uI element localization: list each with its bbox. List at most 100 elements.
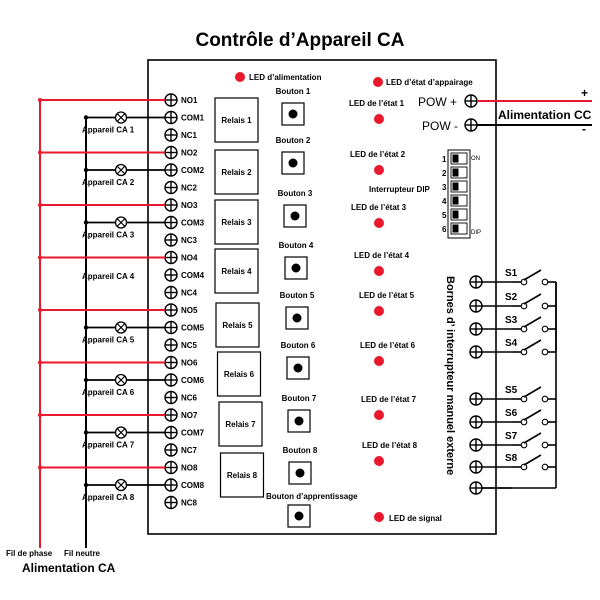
neutral-junction-5: [83, 325, 89, 330]
lamp-icon-7: [114, 426, 128, 439]
device-label-6: Appareil CA 6: [82, 388, 135, 397]
terminal-label-com5: COM5: [181, 324, 205, 333]
neutral-junction-8: [83, 482, 89, 488]
dip-toggle-4[interactable]: [452, 196, 459, 205]
signal-led-label: LED de signal: [389, 514, 442, 523]
terminal-label-no5: NO5: [181, 306, 198, 315]
terminal-label-com8: COM8: [181, 481, 205, 490]
terminal-label-nc5: NC5: [181, 341, 198, 350]
terminal-label-no4: NO4: [181, 254, 198, 263]
button-5[interactable]: [285, 306, 309, 330]
state-led-5: [374, 306, 384, 316]
dip-toggle-2[interactable]: [452, 168, 459, 177]
relay-4: [214, 248, 259, 294]
switch-1[interactable]: [512, 269, 556, 286]
switch-6[interactable]: [512, 409, 556, 426]
signal-led: [374, 512, 384, 522]
lamp-icon-6: [114, 373, 128, 387]
relay-8: [219, 452, 265, 498]
terminal-label-nc8: NC8: [181, 499, 198, 508]
dip-slot-2: [450, 166, 468, 179]
button-8[interactable]: [288, 461, 312, 485]
terminal-label-no2: NO2: [181, 149, 198, 158]
device-label-2: Appareil CA 2: [82, 178, 135, 187]
power-led-label: LED d’alimentation: [249, 73, 322, 82]
switch-5[interactable]: [512, 386, 556, 403]
switch-label-4: S4: [505, 338, 518, 349]
terminal-com8: [164, 478, 178, 492]
switch-terminal-5: [469, 392, 483, 406]
button-4[interactable]: [284, 256, 308, 280]
button-label-8: Bouton 8: [283, 446, 318, 455]
button-6[interactable]: [286, 356, 310, 380]
dip-label: Interrupteur DIP: [369, 185, 431, 194]
state-led-4: [374, 266, 384, 276]
device-label-1: Appareil CA 1: [82, 126, 135, 135]
button-3[interactable]: [283, 204, 307, 228]
button-label-3: Bouton 3: [278, 189, 313, 198]
lamp-icon-3: [114, 216, 128, 229]
dip-toggle-6[interactable]: [452, 224, 459, 233]
switch-label-3: S3: [505, 315, 518, 326]
button-2[interactable]: [281, 151, 305, 175]
terminal-label-nc1: NC1: [181, 131, 198, 140]
dc-supply-label: Alimentation CC: [498, 108, 592, 122]
dip-slot-5: [450, 208, 468, 221]
neutral-junction-1: [83, 115, 89, 120]
pow-neg-label: POW -: [422, 119, 458, 133]
phase-junction-5: [38, 308, 42, 312]
switch-label-5: S5: [505, 385, 518, 396]
switch-7[interactable]: [512, 432, 556, 449]
state-led-label-3: LED de l’état 3: [351, 203, 407, 212]
state-led-label-4: LED de l’état 4: [354, 251, 410, 260]
button-label-5: Bouton 5: [280, 291, 315, 300]
switch-4[interactable]: [512, 339, 556, 356]
switch-3[interactable]: [512, 316, 556, 333]
controller-board: [147, 59, 497, 535]
state-led-7: [374, 410, 384, 420]
device-label-4: Appareil CA 4: [82, 272, 135, 281]
relay-label-7: Relais 7: [225, 420, 256, 429]
relay-1: [214, 97, 259, 143]
button-1[interactable]: [281, 102, 305, 126]
ext-switch-label: Bornes d’ interrupteur manuel externe: [444, 276, 456, 475]
phase-junction-4: [38, 255, 42, 260]
terminal-com2: [164, 163, 178, 177]
dip-toggle-5[interactable]: [452, 210, 459, 219]
learn-button-label: Bouton d’apprentissage: [266, 492, 358, 501]
terminal-nc5: [164, 338, 178, 352]
terminal-no4: [164, 250, 178, 265]
switch-label-1: S1: [505, 268, 518, 279]
phase-junction-1: [38, 98, 42, 102]
button-label-7: Bouton 7: [282, 394, 317, 403]
state-led-label-2: LED de l’état 2: [350, 150, 406, 159]
switch-8[interactable]: [512, 454, 556, 471]
terminal-com5: [164, 320, 178, 335]
terminal-label-com1: COM1: [181, 114, 205, 123]
dip-num-4: 4: [442, 197, 447, 206]
learn-button[interactable]: [287, 504, 311, 528]
terminal-nc3: [164, 233, 178, 247]
dip-slot-3: [450, 180, 468, 193]
pow-neg-terminal: [464, 118, 478, 132]
lamp-icon-1: [114, 111, 128, 124]
dip-num-1: 1: [442, 155, 447, 164]
terminal-no8: [164, 460, 178, 475]
switch-2[interactable]: [512, 293, 556, 310]
switch-label-7: S7: [505, 431, 518, 442]
terminal-com1: [164, 110, 178, 125]
terminal-label-com4: COM4: [181, 271, 205, 280]
phase-junction-7: [38, 413, 42, 417]
pairing-led: [373, 77, 383, 87]
button-7[interactable]: [287, 409, 311, 433]
dip-toggle-1[interactable]: [452, 154, 459, 163]
terminal-no5: [164, 303, 178, 317]
terminal-no7: [164, 408, 178, 422]
state-led-1: [374, 114, 384, 124]
terminal-label-no1: NO1: [181, 96, 198, 105]
dip-toggle-3[interactable]: [452, 182, 459, 191]
terminal-label-com7: COM7: [181, 429, 205, 438]
button-label-2: Bouton 2: [276, 136, 311, 145]
terminal-com6: [164, 373, 178, 387]
terminal-nc6: [164, 390, 178, 405]
